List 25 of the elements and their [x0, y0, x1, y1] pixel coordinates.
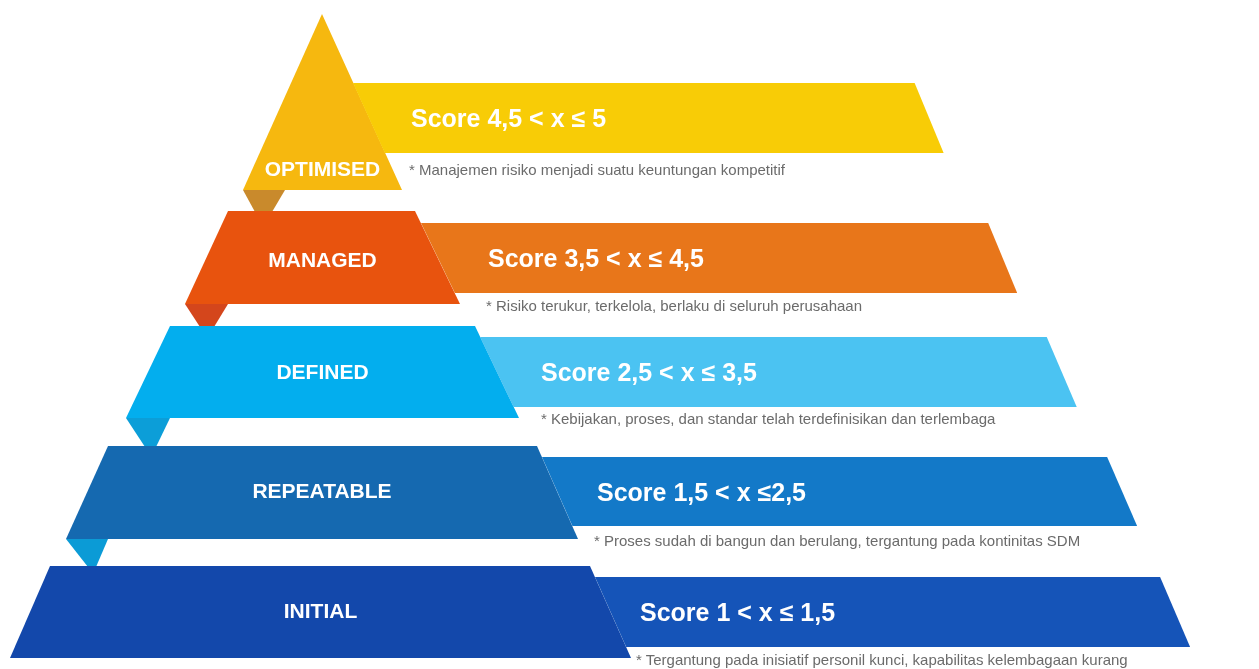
pyramid-triangle: [243, 14, 402, 190]
score-banner: [480, 337, 1077, 407]
score-banner: [353, 83, 944, 153]
tier-label: INITIAL: [282, 598, 359, 624]
tier-label: MANAGED: [267, 247, 378, 273]
score-banner: [420, 223, 1017, 293]
pyramid-tier: [66, 446, 578, 539]
pyramid-tier: [185, 211, 460, 304]
description-note: * Proses sudah di bangun dan berulang, tergantung pada kontinitas SDM: [594, 531, 1081, 550]
score-range: Score 1 < x ≤ 1,5: [640, 597, 836, 627]
description-note: * Manajemen risiko menjadi suatu keuntungan kompetitif: [409, 160, 786, 179]
description-note: * Kebijakan, proses, dan standar telah terdefinisikan dan terlembaga: [541, 409, 996, 428]
tier-label: REPEATABLE: [251, 478, 393, 504]
description-note: * Risiko terukur, terkelola, berlaku di seluruh perusahaan: [486, 296, 863, 315]
tier-label: DEFINED: [275, 359, 370, 385]
score-range: Score 4,5 < x ≤ 5: [411, 103, 607, 133]
score-banner: [541, 457, 1137, 526]
description-note: * Tergantung pada inisiatif personil kunci, kapabilitas kelembagaan kurang: [636, 650, 1128, 669]
score-banner: [594, 577, 1190, 647]
score-range: Score 3,5 < x ≤ 4,5: [488, 243, 704, 273]
score-range: Score 1,5 < x ≤2,5: [597, 476, 806, 507]
score-range: Score 2,5 < x ≤ 3,5: [541, 357, 757, 387]
tier-label: OPTIMISED: [263, 156, 382, 182]
pyramid-tier: [126, 326, 519, 418]
pyramid-tier: [10, 566, 631, 658]
